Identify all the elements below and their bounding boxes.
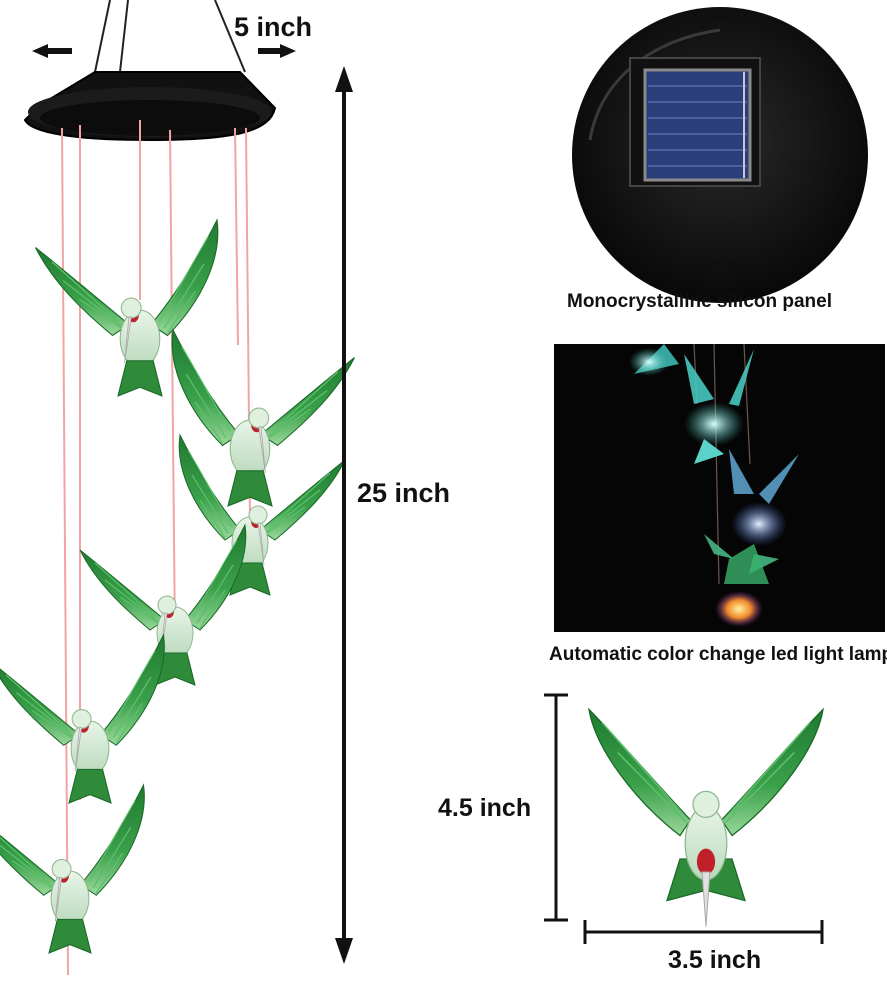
led-lamp-caption: Automatic color change led light lamp	[549, 644, 887, 665]
led-night-photo	[554, 344, 885, 632]
bird-height-label: 4.5 inch	[438, 794, 532, 822]
hummingbird-5	[0, 634, 165, 804]
width-arrows	[32, 44, 296, 58]
single-hummingbird-dimension	[544, 693, 824, 944]
bird-width-label: 3.5 inch	[668, 946, 762, 974]
height-label: 25 inch	[357, 478, 451, 508]
hummingbird-6	[0, 784, 145, 954]
solar-panel-caption: Monocrystalline silicon panel	[567, 291, 833, 312]
width-label: 5 inch	[234, 12, 313, 42]
solar-panel-closeup	[572, 7, 868, 303]
hanging-strings	[61, 120, 251, 976]
height-arrow	[335, 66, 353, 964]
